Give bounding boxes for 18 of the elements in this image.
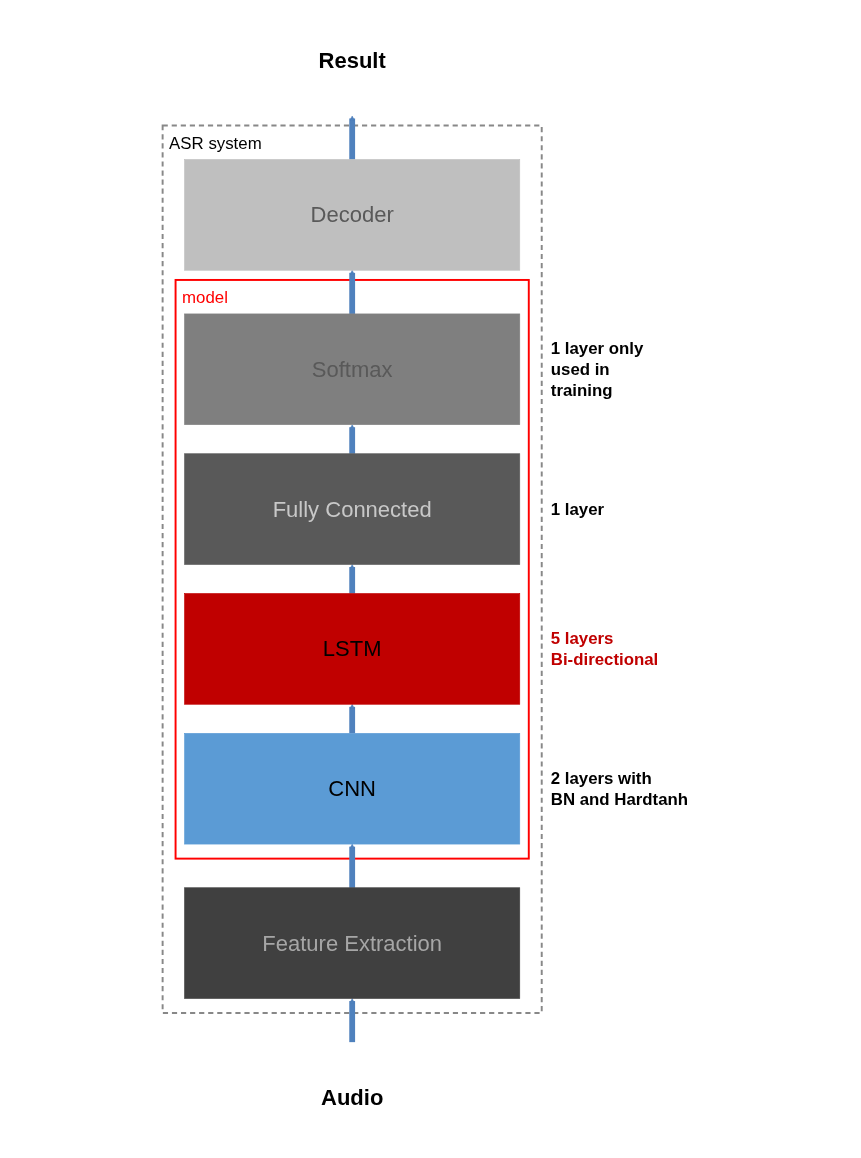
arrow [349, 998, 356, 1043]
node-text: Result [318, 47, 386, 73]
arrow [349, 843, 356, 889]
node-text: Audio [321, 1084, 384, 1110]
layer-note: 5 layers Bi-directional [550, 629, 659, 670]
layer-note: 2 layers with BN and Hardtanh [550, 769, 689, 809]
arrow [349, 564, 356, 595]
arrow [349, 270, 356, 315]
layer-note: 1 layer [550, 499, 605, 519]
layer-note: 1 layer only used in training [550, 339, 644, 400]
node-box: Feature Extraction [184, 887, 521, 999]
node-box: Decoder [184, 159, 521, 271]
node-box: Fully Connected [184, 453, 521, 565]
arrow [349, 704, 356, 734]
arrow [349, 424, 356, 455]
node-box: LSTM [184, 593, 521, 705]
arrow [349, 115, 356, 161]
node-box: CNN [184, 733, 521, 845]
